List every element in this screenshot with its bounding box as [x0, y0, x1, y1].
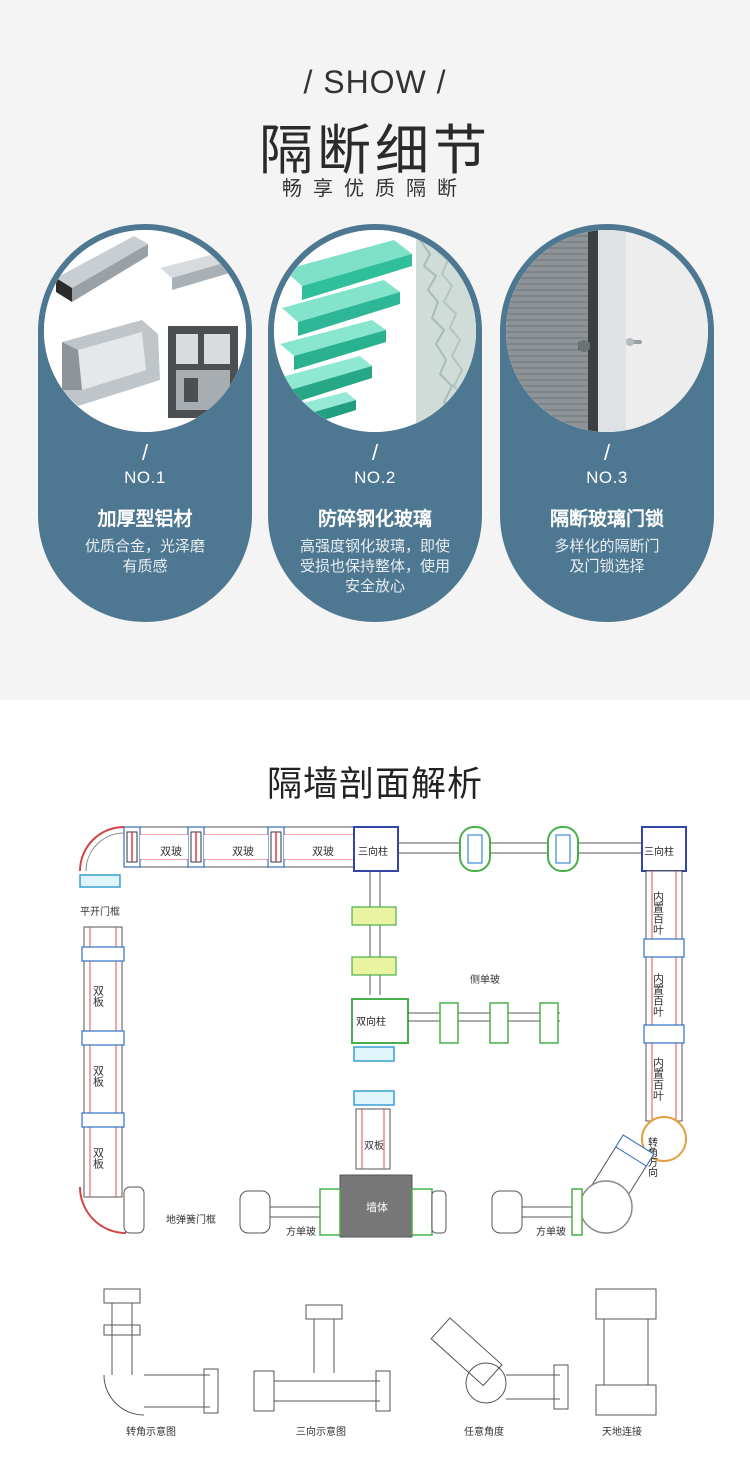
feature-slash: /: [371, 440, 379, 465]
feature-card-glass: / NO.2 防碎钢化玻璃 高强度钢化玻璃，即使 受损也保持整体，使用 安全放心: [268, 224, 482, 622]
aluminum-profile-photo: [44, 230, 246, 432]
label-san-xiang-zhu: 三向柱: [644, 845, 674, 858]
feature-name: 防碎钢化玻璃: [317, 508, 432, 530]
feature-card-aluminum: / NO.1 加厚型铝材 优质合金，光泽磨 有质感: [38, 224, 252, 622]
feature-desc-line: 受损也保持整体，使用: [299, 557, 450, 575]
label-shuang-po: 双玻: [232, 845, 254, 858]
label-qiang-ti: 墙体: [366, 1200, 388, 1214]
label-shuang-po: 双玻: [312, 845, 334, 858]
label-shuang-ban: 双板: [92, 1147, 105, 1170]
example-label-floor-ceiling: 天地连接: [602, 1425, 642, 1438]
feature-number: NO.1: [124, 468, 166, 487]
feature-desc-line: 优质合金，光泽磨: [84, 537, 205, 555]
feature-card-door-lock: / NO.3 隔断玻璃门锁 多样化的隔断门 及门锁选择: [500, 224, 714, 622]
feature-desc-line: 及门锁选择: [569, 557, 645, 575]
page-title: 隔断细节: [259, 119, 491, 182]
feature-slash: /: [141, 440, 149, 465]
example-label-corner: 转角示意图: [126, 1425, 176, 1438]
label-nei-zhi-bai-ye: 内置百叶: [652, 972, 665, 1018]
feature-description: 优质合金，光泽磨 有质感: [58, 536, 232, 576]
tempered-glass-photo: [274, 230, 476, 432]
feature-desc-line: 有质感: [122, 557, 168, 575]
page-subtitle: 畅享优质隔断: [282, 176, 468, 200]
label-shuang-po: 双玻: [160, 845, 182, 858]
feature-desc-line: 安全放心: [344, 577, 405, 595]
label-fang-dan-bo: 方单玻: [536, 1225, 566, 1238]
label-di-tan-huang-men-kuang: 地弹簧门框: [166, 1213, 216, 1226]
feature-description: 高强度钢化玻璃，即使 受损也保持整体，使用 安全放心: [282, 536, 468, 596]
label-san-xiang-zhu: 三向柱: [358, 845, 388, 858]
label-shuang-ban: 双板: [364, 1139, 384, 1152]
show-label: / SHOW /: [303, 64, 447, 100]
feature-desc-line: 高强度钢化玻璃，即使: [299, 537, 450, 555]
label-fang-dan-bo: 方单玻: [286, 1225, 316, 1238]
feature-number: NO.3: [586, 468, 628, 487]
door-lock-photo: [506, 230, 708, 432]
feature-description: 多样化的隔断门 及门锁选择: [520, 536, 694, 576]
label-shuang-xiang-zhu: 双向柱: [356, 1015, 386, 1028]
feature-name: 隔断玻璃门锁: [549, 508, 664, 530]
label-shuang-ban: 双板: [92, 985, 105, 1008]
feature-name: 加厚型铝材: [97, 508, 193, 530]
example-label-any-angle: 任意角度: [464, 1425, 504, 1438]
feature-desc-line: 多样化的隔断门: [554, 537, 660, 555]
label-ping-kai-men-kuang: 平开门框: [80, 905, 120, 918]
feature-number: NO.2: [354, 468, 396, 487]
section-title: 隔墙剖面解析: [266, 765, 483, 805]
label-ce-dan-bo: 侧单玻: [470, 973, 500, 986]
example-label-three-way: 三向示意图: [296, 1425, 346, 1438]
feature-slash: /: [603, 440, 611, 465]
detail-section: / SHOW / 隔断细节 畅享优质隔断: [0, 0, 750, 700]
label-shuang-ban: 双板: [92, 1065, 105, 1088]
label-nei-zhi-bai-ye: 内置百叶: [652, 1056, 665, 1102]
partition-cross-section-diagram: 双玻 双玻 双玻 平开门框 三向柱 三向柱 内置百叶 内置百叶 内置百叶 转角万…: [79, 826, 687, 1438]
label-nei-zhi-bai-ye: 内置百叶: [652, 890, 665, 936]
